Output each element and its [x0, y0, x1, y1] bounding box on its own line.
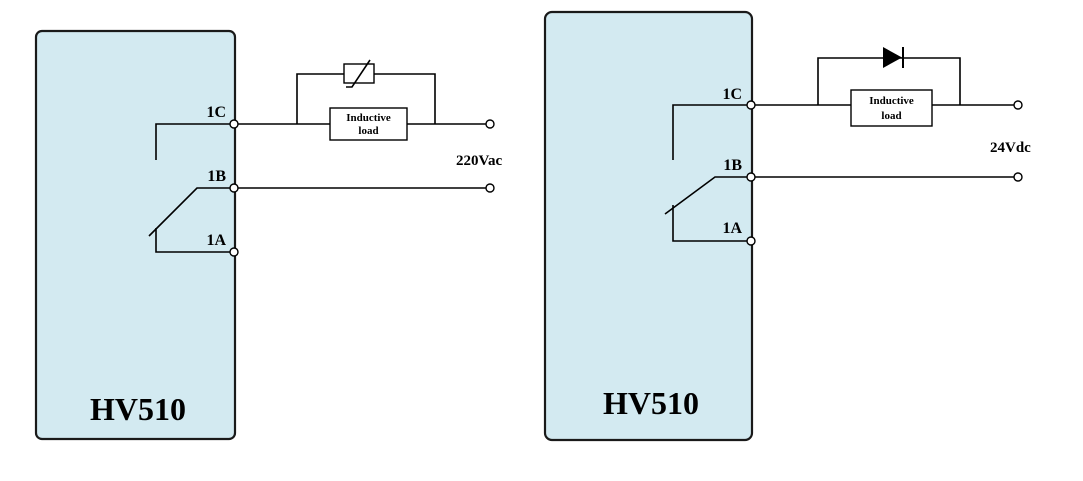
right-load-label-line1: Inductive [869, 95, 914, 107]
right-output-terminal-bottom [1013, 172, 1023, 182]
left-output-terminal-bottom [485, 183, 495, 193]
left-device-box [34, 29, 237, 441]
left-supply-label: 220Vac [456, 153, 502, 169]
left-terminal-1a-label: 1A [206, 232, 226, 249]
left-terminal-1b-label: 1B [207, 168, 226, 185]
right-terminal-1b-label: 1B [723, 157, 742, 174]
right-load-label-line2: load [881, 110, 901, 122]
left-nc-contact [155, 228, 234, 253]
right-model-label: HV510 [603, 385, 699, 421]
right-output-terminal-top [1013, 100, 1023, 110]
right-nc-contact [672, 205, 751, 242]
right-terminal-1c [746, 100, 756, 110]
left-load-label-line1: Inductive [346, 112, 391, 124]
right-common-contact [672, 104, 751, 160]
right-switch-blade [664, 176, 751, 215]
left-panel: HV510 1C 1B 1A Inductive load 220Vac [34, 29, 502, 441]
left-common-contact [155, 123, 234, 160]
left-terminal-1c-label: 1C [206, 104, 226, 121]
right-terminal-1a [746, 236, 756, 246]
left-terminal-1a [229, 247, 239, 257]
diode-icon [883, 47, 904, 68]
right-device-box [543, 10, 754, 442]
right-terminal-1c-label: 1C [722, 86, 742, 103]
varistor-icon [343, 59, 375, 88]
right-terminal-1a-label: 1A [722, 220, 742, 237]
left-load-label-line2: load [358, 125, 378, 137]
left-model-label: HV510 [90, 391, 186, 427]
right-terminal-1b [746, 172, 756, 182]
left-switch-blade [148, 187, 234, 237]
left-inductive-load [329, 107, 408, 141]
left-terminal-1b [229, 183, 239, 193]
right-inductive-load [850, 89, 933, 127]
left-output-terminal-top [485, 119, 495, 129]
left-terminal-1c [229, 119, 239, 129]
right-panel: HV510 1C 1B 1A Inductive load 24Vdc [543, 10, 1031, 442]
right-supply-label: 24Vdc [990, 140, 1031, 156]
